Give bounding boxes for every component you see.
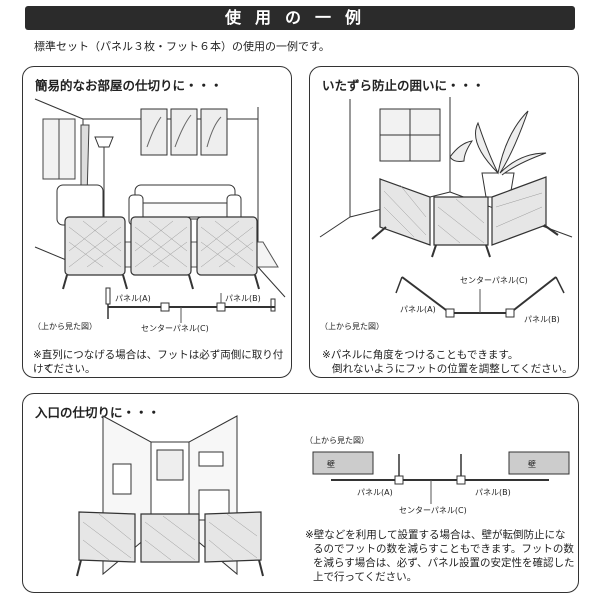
note-line-4: 上で行ってください。 [313,571,418,583]
view-label: （上から見た図） [33,322,97,331]
note-line-1: ※直列につなげる場合は、フットは必ず両側に取り付けて [33,349,284,375]
wall-label-left: 壁 [327,460,335,469]
intro-text: 標準セット（パネル３枚・フット６本）の使用の一例です。 [34,40,330,53]
entrance-illustration [76,415,570,577]
panel-entrance-divider: 入口の仕切りに・・・ （上から見た図） 壁 壁 パネル(A) パ [22,393,579,593]
label-panel-b: パネル(B) [225,294,261,303]
label-center-panel: センターパネル(C) [141,324,209,333]
pen-illustration [319,97,573,318]
note-line-1: ※パネルに角度をつけることもできます。 [322,349,519,361]
wall-label-right: 壁 [528,460,536,469]
view-label: （上から見た図） [305,436,369,445]
label-panel-b: パネル(B) [524,315,560,324]
note-line-1: ※壁などを利用して設置する場合は、壁が転倒防止にな [305,529,566,541]
note-line-2: ください。 [43,363,96,375]
note-line-3: を減らす場合は、必ず、パネル設置の安定性を確認した [313,557,575,569]
view-label: （上から見た図） [320,322,384,331]
panel-title: 簡易的なお部屋の仕切りに・・・ [35,78,223,93]
panel-title: 入口の仕切りに・・・ [35,405,161,420]
note-line-2: るのでフットの数を減らすこともできます。フットの数 [313,543,574,555]
panel-title: いたずら防止の囲いに・・・ [322,78,485,93]
label-center-panel: センターパネル(C) [399,506,467,515]
section-title-bar: 使用の一例 [25,6,575,30]
note-line-2: 倒れないようにフットの位置を調整してください。 [332,363,573,375]
room-illustration [34,98,286,323]
panel-room-divider: 簡易的なお部屋の仕切りに・・・ [22,66,292,378]
label-panel-a: パネル(A) [357,488,393,497]
label-panel-a: パネル(A) [400,305,436,314]
label-panel-a: パネル(A) [115,294,151,303]
panel-prank-prevention: いたずら防止の囲いに・・・ [309,66,579,378]
label-panel-b: パネル(B) [475,488,511,497]
label-center-panel: センターパネル(C) [460,276,528,285]
